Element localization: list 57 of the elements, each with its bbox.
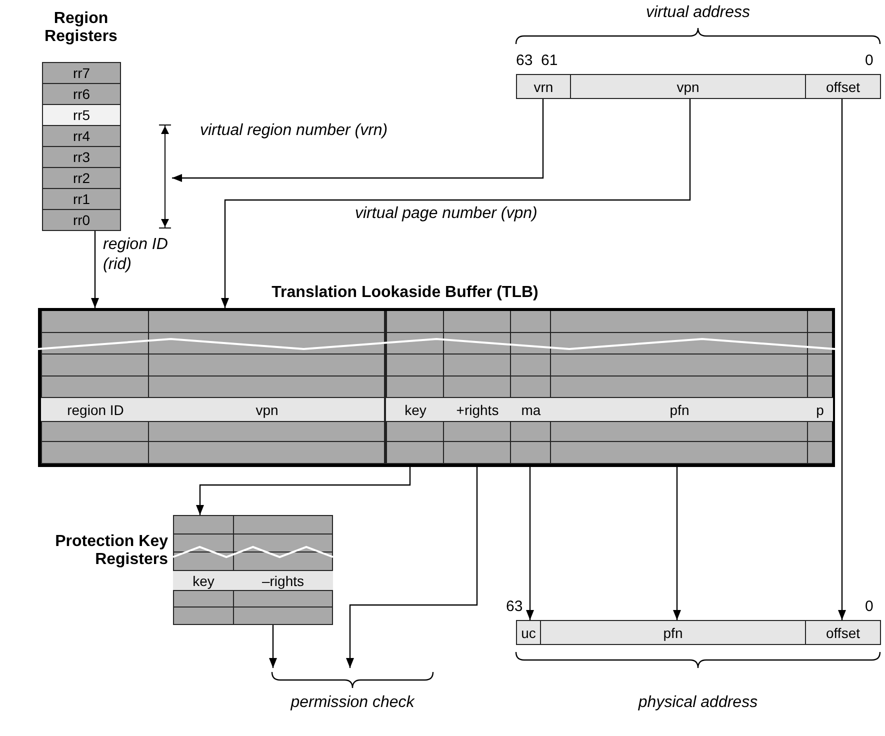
- bit-number: 0: [865, 598, 874, 615]
- arrow: [269, 625, 277, 668]
- column-header: region ID: [41, 397, 150, 422]
- table-column: [443, 311, 511, 464]
- register-cell: rr4: [42, 125, 121, 147]
- table-title: Protection Key Registers: [54, 533, 168, 569]
- table-title: Region Registers: [44, 10, 118, 46]
- arrow: [526, 464, 534, 620]
- table-title: Translation Lookaside Buffer (TLB): [270, 284, 540, 302]
- node-label: permission check: [289, 694, 416, 712]
- address-format: [514, 4, 882, 98]
- table-column: [173, 515, 234, 625]
- arrow: [221, 99, 691, 308]
- address-field: uc: [516, 620, 541, 645]
- arrow: [673, 464, 681, 620]
- column-header: pfn: [550, 397, 809, 422]
- register-file: [40, 10, 172, 230]
- table-column: [510, 311, 551, 464]
- bit-number: 61: [541, 52, 558, 69]
- table-column: [384, 311, 444, 464]
- arrow: [196, 464, 411, 515]
- column-header: +rights: [443, 397, 512, 422]
- address-field: vrn: [516, 74, 571, 99]
- table-column: [807, 311, 832, 464]
- column-header: key: [386, 397, 445, 422]
- edge-label: region ID (rid): [103, 235, 169, 275]
- register-cell: rr2: [42, 167, 121, 189]
- arrow: [838, 99, 846, 620]
- address-field: offset: [805, 620, 881, 645]
- arrow: [91, 230, 99, 308]
- register-cell: rr6: [42, 83, 121, 105]
- table-column: [233, 515, 333, 625]
- register-cell: rr7: [42, 62, 121, 84]
- column-header: p: [807, 397, 833, 422]
- edge-label: virtual page number (vpn): [355, 204, 538, 224]
- register-cell: rr0: [42, 209, 121, 231]
- table-column: [148, 311, 385, 464]
- column-header: vpn: [148, 397, 386, 422]
- node-label: virtual address: [644, 4, 752, 22]
- address-field: pfn: [540, 620, 806, 645]
- bit-number: 63: [516, 52, 533, 69]
- node-label: physical address: [637, 694, 759, 712]
- bit-number: 0: [865, 52, 874, 69]
- table-column: [550, 311, 808, 464]
- edge-label: virtual region number (vrn): [200, 121, 389, 141]
- register-cell: rr3: [42, 146, 121, 168]
- address-field: vpn: [570, 74, 806, 99]
- register-cell: rr5: [42, 104, 121, 126]
- address-field: offset: [805, 74, 881, 99]
- table-column: [41, 311, 149, 464]
- bit-number: 63: [506, 598, 523, 615]
- column-header: ma: [510, 397, 552, 422]
- arrow: [346, 464, 478, 668]
- column-header: –rights: [233, 570, 333, 592]
- column-header: key: [173, 570, 234, 592]
- register-cell: rr1: [42, 188, 121, 210]
- arrow: [172, 99, 544, 182]
